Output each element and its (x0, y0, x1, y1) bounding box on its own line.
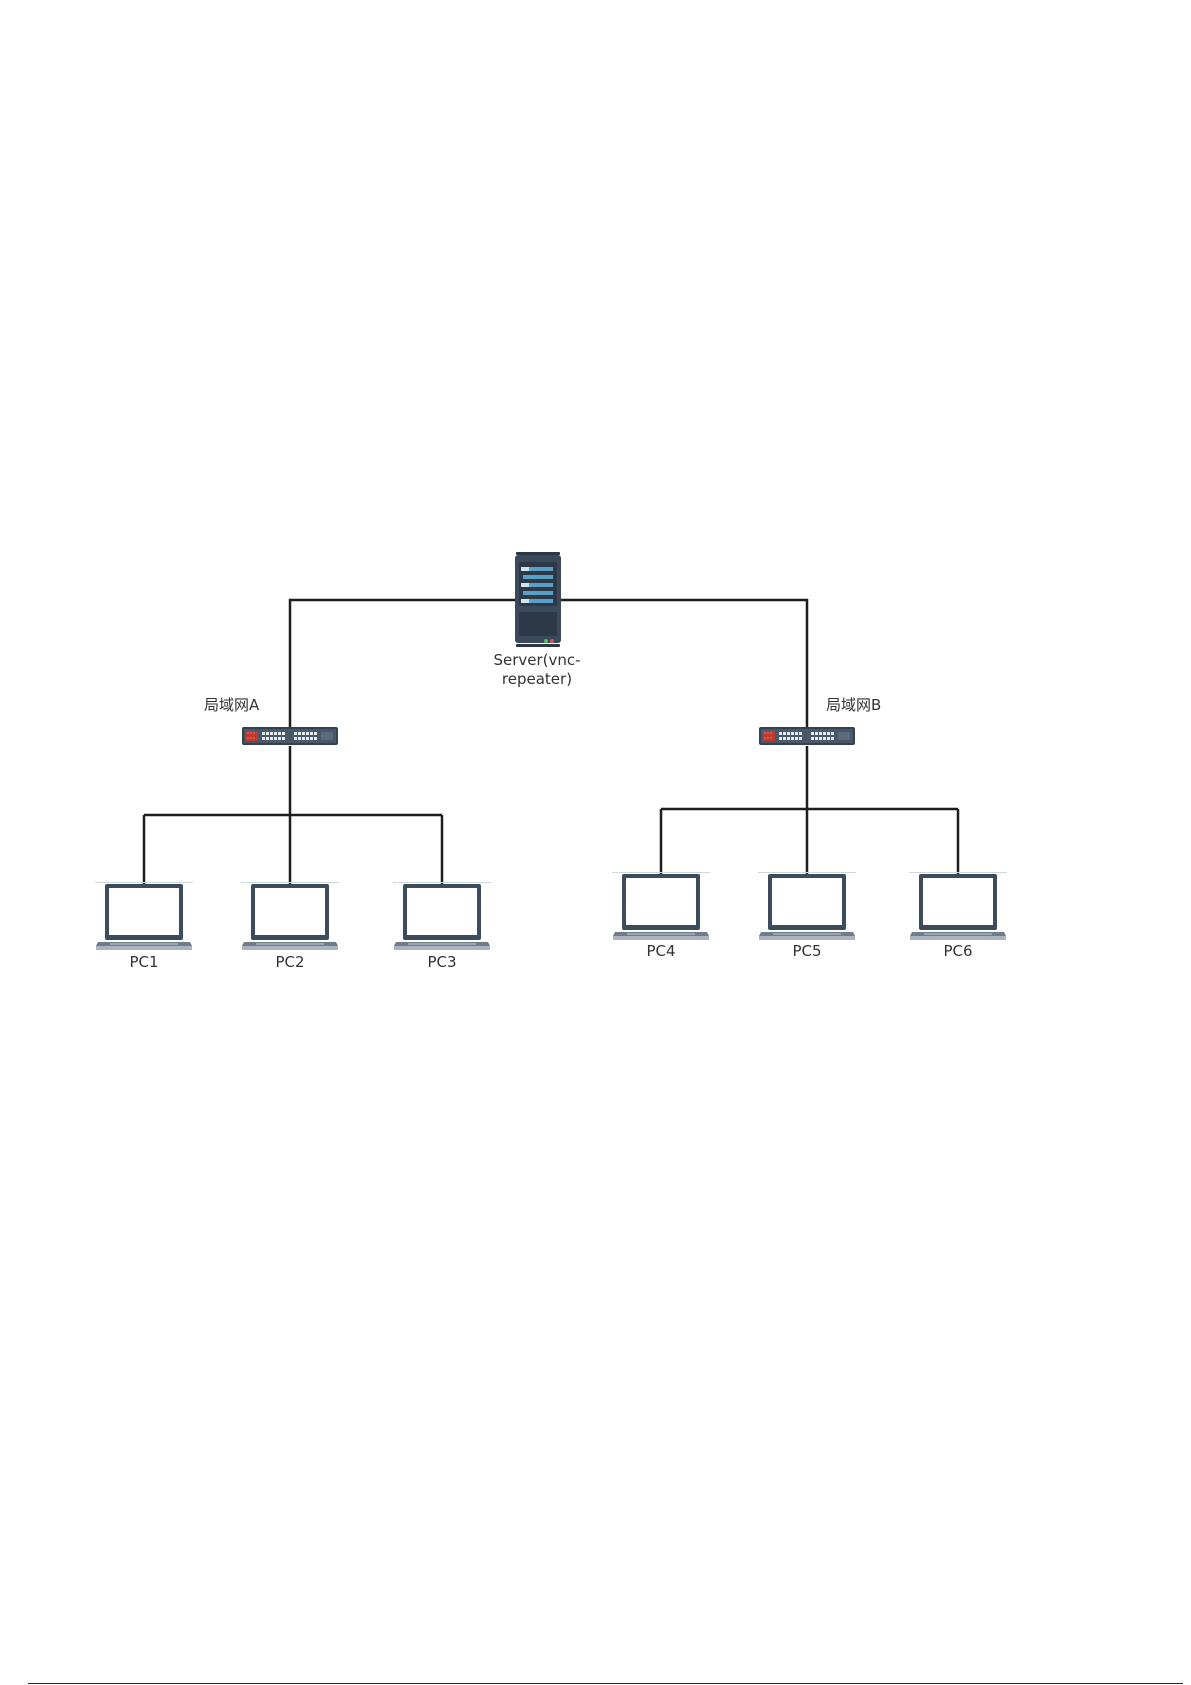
link-server-to-lan-a (290, 600, 535, 740)
pc-node-4: PC4 (612, 872, 710, 960)
server-node: Server(vnc- repeater) (493, 552, 580, 688)
pc-label: PC4 (646, 942, 675, 960)
pc-label: PC1 (129, 953, 158, 971)
lan-b-label: 局域网B (826, 696, 881, 714)
server-icon (515, 552, 561, 647)
lan-a-label: 局域网A (204, 696, 260, 714)
pc-node-5: PC5 (758, 872, 856, 960)
laptop-icon (393, 882, 491, 950)
laptop-icon (612, 872, 710, 940)
pc-label: PC5 (792, 942, 821, 960)
lan-b-switch-node: 局域网B (759, 696, 881, 745)
lan-a-switch-node: 局域网A (204, 696, 338, 745)
pc-node-6: PC6 (909, 872, 1007, 960)
network-switch-icon (759, 727, 855, 745)
laptop-icon (758, 872, 856, 940)
laptop-icon (241, 882, 339, 950)
laptop-icon (909, 872, 1007, 940)
pc-label: PC3 (427, 953, 456, 971)
server-label-line1: Server(vnc- (493, 651, 580, 669)
link-server-to-lan-b (560, 600, 807, 740)
network-switch-icon (242, 727, 338, 745)
pc-node-3: PC3 (393, 882, 491, 971)
pc-label: PC6 (943, 942, 972, 960)
pc-node-1: PC1 (95, 882, 193, 971)
server-label-line2: repeater) (502, 670, 572, 688)
pc-label: PC2 (275, 953, 304, 971)
page-bottom-rule (28, 1683, 1183, 1684)
laptop-icon (95, 882, 193, 950)
pc-node-2: PC2 (241, 882, 339, 971)
